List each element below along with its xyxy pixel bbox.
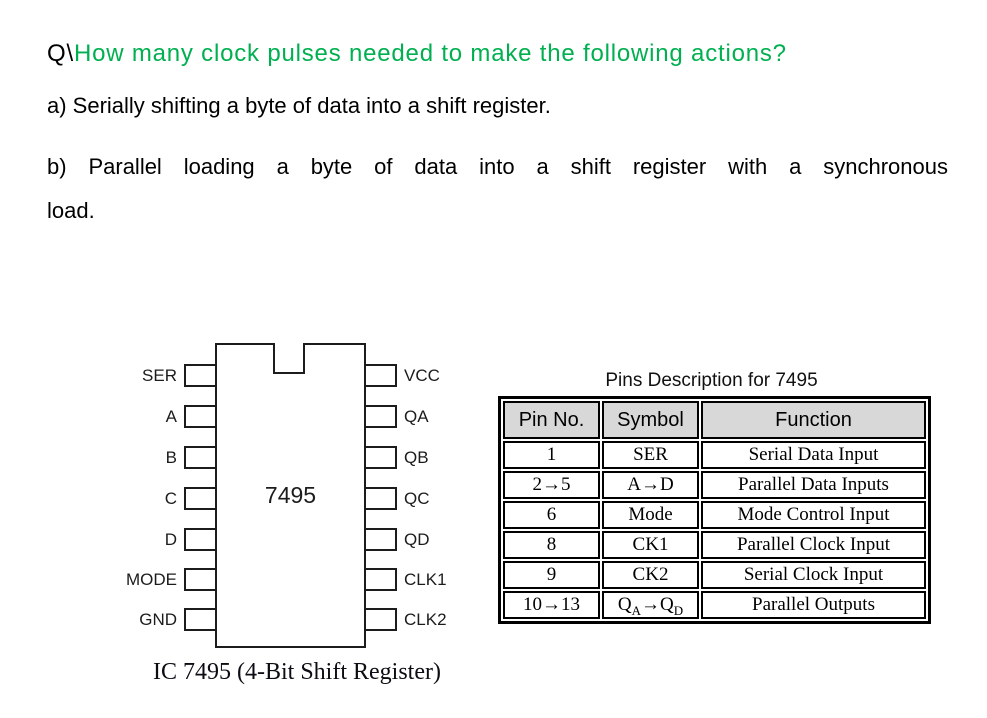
table-row: 10→13 QA→QD Parallel Outputs [503, 591, 926, 619]
ic-pin-a [184, 405, 217, 428]
cell-symbol: Mode [602, 501, 699, 529]
ic-pin-qb [364, 446, 397, 469]
cell-symbol: CK2 [602, 561, 699, 589]
cell-function: Serial Data Input [701, 441, 926, 469]
cell-pin: 9 [503, 561, 600, 589]
question-item-a: a) Serially shifting a byte of data into… [47, 93, 551, 118]
pin-label-qa: QA [404, 407, 429, 426]
question-text: How many clock pulses needed to make the… [73, 40, 787, 67]
ic-pin-c [184, 487, 217, 510]
cell-function: Mode Control Input [701, 501, 926, 529]
cell-symbol-qa-qd: QA→QD [602, 591, 699, 619]
ic-pin-clk2 [364, 608, 397, 631]
question-heading: Q\How many clock pulses needed to make t… [47, 40, 787, 68]
header-pin-no: Pin No. [503, 401, 600, 439]
pin-label-vcc: VCC [404, 366, 440, 385]
cell-symbol: SER [602, 441, 699, 469]
ic-pin-qa [364, 405, 397, 428]
arrow-glyph: → [641, 594, 660, 615]
ic-pin-gnd [184, 608, 217, 631]
question-prefix: Q\ [47, 40, 74, 67]
cell-pin: 1 [503, 441, 600, 469]
cell-pin: 8 [503, 531, 600, 559]
cell-function: Serial Clock Input [701, 561, 926, 589]
pin-label-ser: SER [142, 366, 177, 385]
pins-table-title: Pins Description for 7495 [605, 370, 818, 391]
item-b-line1: b) Parallel loading a byte of data into … [47, 154, 948, 179]
table-row: 8 CK1 Parallel Clock Input [503, 531, 926, 559]
table-header-row: Pin No. Symbol Function [503, 401, 926, 439]
ic-pin-vcc [364, 364, 397, 387]
ic-chip-label: 7495 [264, 482, 317, 508]
symbol-sub-d: D [673, 602, 684, 618]
pin-label-qd: QD [404, 530, 430, 549]
ic-pin-qc [364, 487, 397, 510]
ic-pin-clk1 [364, 568, 397, 591]
pin-label-b: B [165, 448, 177, 467]
cell-pin: 10→13 [503, 591, 600, 619]
header-symbol: Symbol [602, 401, 699, 439]
symbol-sub-a: A [631, 602, 641, 618]
cell-pin: 6 [503, 501, 600, 529]
ic-pin-qd [364, 528, 397, 551]
pin-label-d: D [164, 530, 177, 549]
pin-label-mode: MODE [126, 570, 177, 589]
ic-caption: IC 7495 (4-Bit Shift Register) [153, 659, 441, 685]
table-row: 1 SER Serial Data Input [503, 441, 926, 469]
pins-description-table: Pin No. Symbol Function 1 SER Serial Dat… [498, 396, 931, 624]
cell-function: Parallel Outputs [701, 591, 926, 619]
pin-label-c: C [164, 489, 177, 508]
symbol-q2: Q [660, 594, 674, 615]
table-row: 9 CK2 Serial Clock Input [503, 561, 926, 589]
ic-pin-mode [184, 568, 217, 591]
table-row: 2→5 A→D Parallel Data Inputs [503, 471, 926, 499]
cell-symbol: CK1 [602, 531, 699, 559]
ic-pin-b [184, 446, 217, 469]
question-item-b: b) Parallel loading a byte of data into … [47, 145, 948, 233]
ic-pin-ser [184, 364, 217, 387]
pin-label-qb: QB [404, 448, 429, 467]
symbol-q1: Q [617, 594, 632, 615]
pin-label-a: A [165, 407, 177, 426]
pin-label-qc: QC [404, 489, 430, 508]
header-function: Function [701, 401, 926, 439]
ic-notch [273, 343, 305, 374]
ic-pin-d [184, 528, 217, 551]
cell-pin: 2→5 [503, 471, 600, 499]
cell-symbol: A→D [602, 471, 699, 499]
cell-function: Parallel Clock Input [701, 531, 926, 559]
item-b-line2: load. [47, 198, 95, 223]
cell-function: Parallel Data Inputs [701, 471, 926, 499]
table-row: 6 Mode Mode Control Input [503, 501, 926, 529]
pin-label-clk1: CLK1 [404, 570, 447, 589]
ic-body [215, 343, 366, 648]
pin-label-gnd: GND [139, 610, 177, 629]
pin-label-clk2: CLK2 [404, 610, 447, 629]
